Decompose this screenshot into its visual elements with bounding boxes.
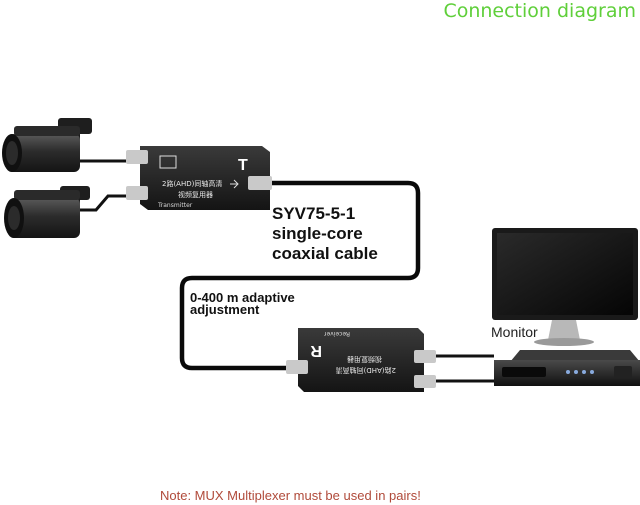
- receiver-chinese-line1: 2路(AHD)同轴高清: [336, 366, 396, 375]
- monitor-label: Monitor: [491, 324, 538, 340]
- transmitter-chinese-line1: 2路(AHD)同轴高清: [162, 179, 222, 188]
- transmitter-unit: T 2路(AHD)同轴高清 视频复用器 Transmitter: [126, 146, 272, 210]
- camera-1: [2, 118, 92, 172]
- cable-label: SYV75-5-1 single-core coaxial cable: [272, 204, 378, 263]
- transmitter-arrow-icon: [230, 179, 239, 189]
- receiver-letter: R: [310, 342, 322, 359]
- transmitter-letter: T: [238, 157, 248, 174]
- diagram-title: Connection diagram: [443, 0, 636, 22]
- transmitter-name: Transmitter: [157, 202, 193, 209]
- monitor: [492, 228, 638, 346]
- dvr-recorder: [494, 350, 640, 386]
- camera-2: [4, 186, 90, 238]
- receiver-name: Receiver: [324, 330, 350, 337]
- camera-cable-bottom: [70, 194, 140, 212]
- transmitter-chinese-line2: 视频复用器: [178, 190, 213, 199]
- coaxial-cable: [179, 180, 421, 371]
- usage-note: Note: MUX Multiplexer must be used in pa…: [160, 488, 421, 503]
- receiver-unit: R 2路(AHD)同轴高清 视频复用器 Receiver: [286, 328, 436, 392]
- receiver-chinese-line2: 视频复用器: [347, 355, 382, 364]
- range-label: 0-400 m adaptive adjustment: [190, 290, 295, 317]
